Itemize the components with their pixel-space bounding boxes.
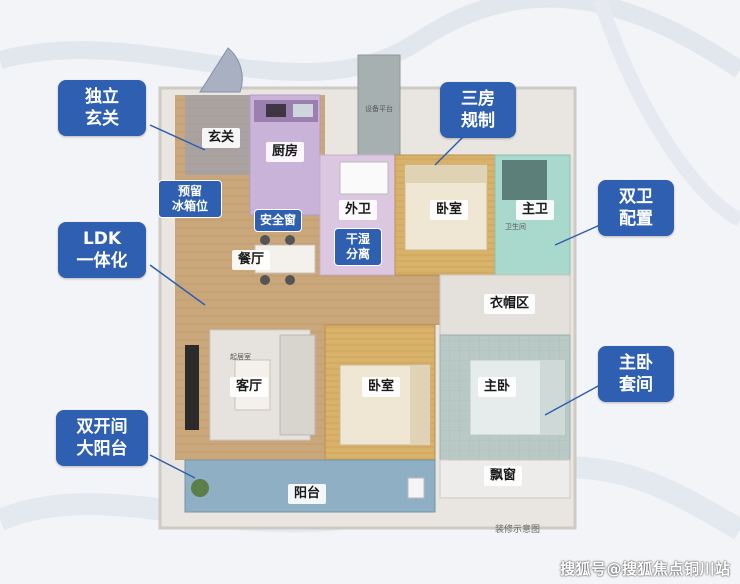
- callout-suite-line-2: 套间: [619, 375, 653, 395]
- room-label-living: 客厅: [230, 377, 269, 397]
- room-label-bedroom-1: 卧室: [430, 200, 469, 220]
- callout-baths: 双卫 配置: [598, 180, 674, 236]
- bath-sub-label: 卫生间: [505, 223, 526, 231]
- caption: 装修示意图: [495, 525, 541, 535]
- callout-ldk-line-2: 一体化: [76, 251, 128, 271]
- dining-chair: [285, 275, 295, 285]
- equipment-platform-label: 设备平台: [365, 105, 393, 113]
- callout-ldk: LDK 一体化: [58, 222, 146, 278]
- floor-corridor: [320, 275, 440, 325]
- room-label-kitchen: 厨房: [266, 142, 305, 162]
- tag-safety-window: 安全窗: [254, 209, 303, 232]
- bedroom-1-pillow: [405, 165, 487, 183]
- callout-entry: 独立 玄关: [58, 80, 146, 136]
- pointer-balcony: [149, 454, 196, 479]
- pointer-suite: [544, 384, 601, 416]
- dining-chair: [285, 235, 295, 245]
- master-bed-head: [540, 360, 565, 435]
- tag-safety-window-line-1: 安全窗: [260, 213, 297, 227]
- callout-suite-line-1: 主卧: [619, 353, 653, 373]
- entry-door: [199, 47, 243, 93]
- callout-baths-line-2: 配置: [619, 209, 653, 229]
- callout-entry-line-2: 玄关: [85, 109, 119, 129]
- watermark: 搜狐号@搜狐焦点铜川站: [560, 560, 731, 578]
- bedroom-2-pillow: [410, 365, 430, 445]
- room-label-master-bath: 主卫: [516, 200, 555, 220]
- callout-balcony-line-2: 大阳台: [76, 439, 128, 459]
- tag-dry-wet-line-1: 干湿: [345, 232, 370, 246]
- tag-fridge: 预留 冰箱位: [158, 180, 222, 218]
- room-label-balcony: 阳台: [288, 484, 327, 504]
- callout-layout-line-2: 规制: [461, 111, 495, 131]
- callout-ldk-line-1: LDK: [82, 229, 122, 249]
- room-label-dining: 餐厅: [232, 250, 271, 270]
- pointer-entry: [149, 124, 206, 151]
- room-label-bedroom-2: 卧室: [362, 377, 401, 397]
- dining-chair: [260, 235, 270, 245]
- equipment-platform: [357, 54, 401, 156]
- cooktop: [266, 104, 286, 117]
- callout-baths-line-1: 双卫: [619, 187, 653, 207]
- callout-layout-line-1: 三房: [461, 89, 495, 109]
- callout-balcony: 双开间 大阳台: [56, 410, 148, 466]
- tag-dry-wet: 干湿 分离: [334, 228, 382, 266]
- room-label-bay-window: 飘窗: [484, 466, 523, 486]
- room-label-wardrobe: 衣帽区: [484, 294, 536, 314]
- sofa: [279, 334, 316, 436]
- room-label-master-bedroom: 主卧: [478, 377, 517, 397]
- balcony-plant: [191, 479, 209, 497]
- tag-fridge-line-1: 预留: [177, 184, 202, 198]
- callout-layout: 三房 规制: [440, 82, 516, 138]
- guest-bath-shower: [339, 161, 389, 195]
- tag-fridge-line-2: 冰箱位: [171, 199, 208, 213]
- tag-dry-wet-line-2: 分离: [345, 247, 370, 261]
- tv-cabinet: [185, 345, 199, 430]
- pointer-baths: [554, 224, 601, 246]
- dining-chair: [260, 275, 270, 285]
- callout-entry-line-1: 独立: [85, 87, 119, 107]
- room-label-guest-bath: 外卫: [339, 200, 378, 220]
- room-label-entry: 玄关: [202, 128, 241, 148]
- balcony-washer: [407, 477, 425, 499]
- pointer-ldk: [149, 264, 206, 306]
- callout-suite: 主卧 套间: [598, 346, 674, 402]
- sofa-area-label: 起居室: [230, 353, 251, 361]
- callout-balcony-line-1: 双开间: [76, 417, 128, 437]
- kitchen-sink: [293, 104, 313, 117]
- master-bath-shower: [502, 160, 547, 200]
